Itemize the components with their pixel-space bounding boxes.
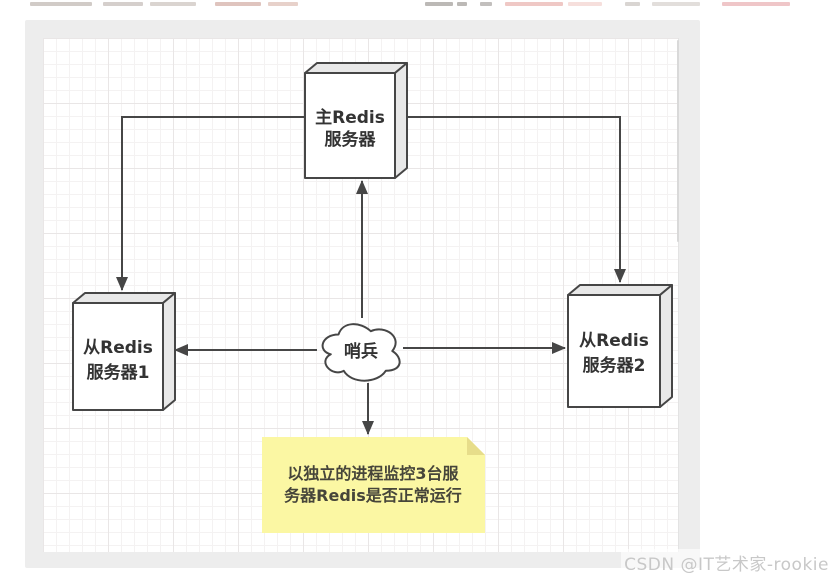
master-redis-server-box: 主Redis 服务器 bbox=[304, 62, 408, 179]
cloud-shape bbox=[321, 323, 401, 382]
sentinel-cloud: 哨兵 bbox=[321, 323, 401, 382]
clipped-text-remnants bbox=[0, 0, 837, 10]
sticky-note: 以独立的进程监控3台服 务器Redis是否正常运行 bbox=[262, 437, 485, 533]
note-text-line2: 务器Redis是否正常运行 bbox=[284, 486, 462, 505]
master-label-line1: 主Redis bbox=[315, 107, 385, 128]
master-label-line2: 服务器 bbox=[325, 129, 377, 150]
note-folded-corner bbox=[467, 437, 485, 455]
sentinel-label: 哨兵 bbox=[344, 341, 378, 362]
arrow-master-to-slave2 bbox=[407, 116, 626, 283]
slave1-label-line1: 从Redis bbox=[83, 338, 153, 358]
slave2-label-line1: 从Redis bbox=[579, 331, 649, 351]
cube-top-face bbox=[72, 292, 176, 304]
arrow-master-to-slave1 bbox=[116, 116, 305, 291]
slave-redis-server2-box: 从Redis 服务器2 bbox=[567, 284, 673, 408]
cube-top-face bbox=[304, 62, 408, 74]
slave1-label-line2: 服务器1 bbox=[87, 362, 150, 383]
cube-front-face bbox=[304, 72, 396, 179]
note-body bbox=[262, 437, 485, 533]
cube-top-face bbox=[567, 284, 673, 296]
architecture-diagram: 主Redis 服务器 从Redis 服务器1 从Redis 服务器2 哨兵 bbox=[72, 62, 673, 533]
cube-front-face bbox=[567, 294, 661, 408]
cube-side-face bbox=[659, 284, 673, 408]
diagram-panel: 主Redis 服务器 从Redis 服务器1 从Redis 服务器2 哨兵 bbox=[25, 20, 700, 568]
scrollbar-indicator bbox=[677, 40, 679, 242]
cube-side-face bbox=[162, 292, 176, 411]
slave-redis-server1-box: 从Redis 服务器1 bbox=[72, 292, 176, 411]
slave2-label-line2: 服务器2 bbox=[583, 355, 646, 376]
cube-side-face bbox=[394, 62, 408, 179]
csdn-watermark: CSDN @IT艺术家-rookie bbox=[621, 549, 832, 576]
cube-front-face bbox=[72, 302, 164, 411]
note-text-line1: 以独立的进程监控3台服 bbox=[287, 464, 459, 483]
